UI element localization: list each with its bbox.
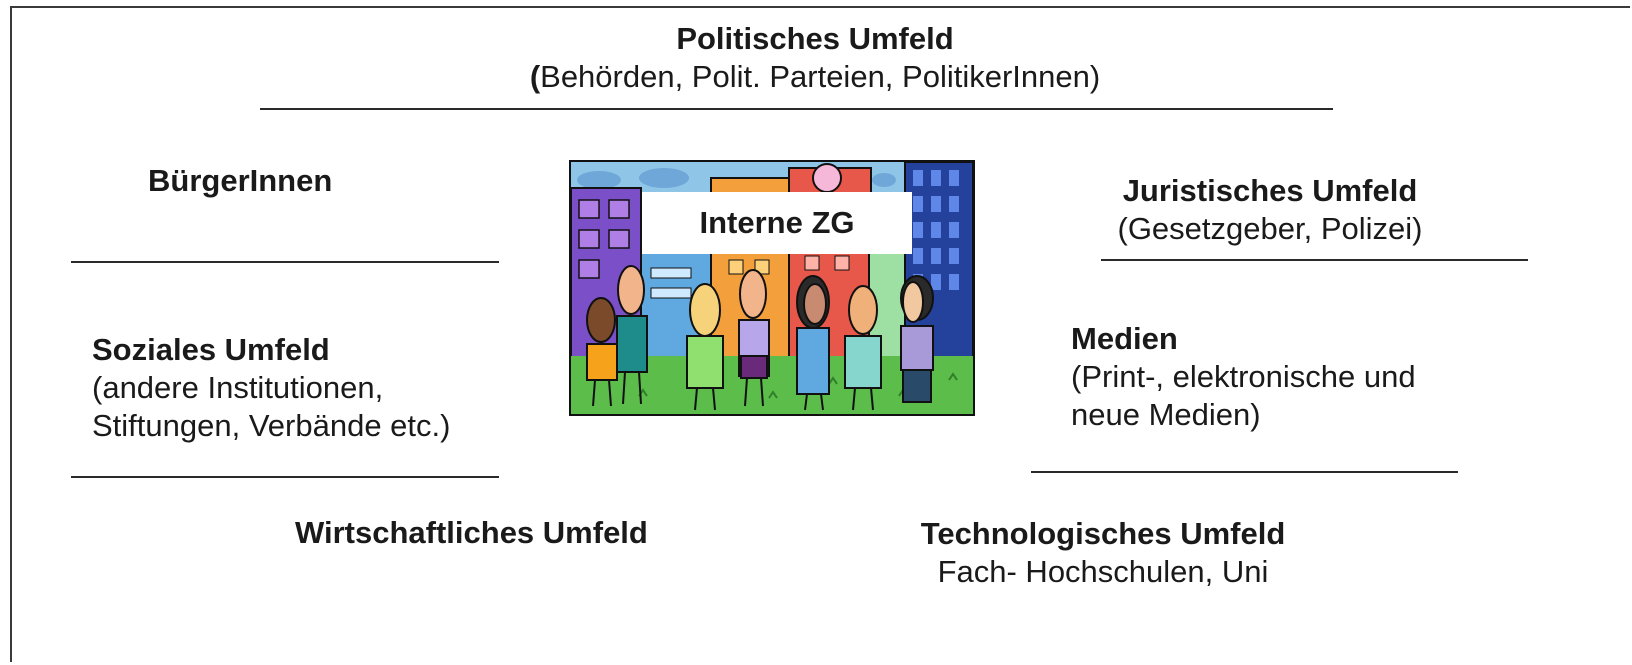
- media-line-1: (Print-, elektronische und: [1071, 359, 1416, 394]
- legal-divider: [1101, 259, 1528, 261]
- social-block: Soziales Umfeld (andere Institutionen, S…: [92, 331, 450, 445]
- media-line-2: neue Medien): [1071, 397, 1261, 432]
- economic-title: Wirtschaftliches Umfeld: [295, 515, 648, 550]
- technological-block: Technologisches Umfeld Fach- Hochschulen…: [870, 515, 1336, 591]
- citizens-block: BürgerInnen: [148, 162, 332, 200]
- social-line-1: (andere Institutionen,: [92, 370, 384, 405]
- citizens-divider: [71, 261, 499, 263]
- media-block: Medien (Print-, elektronische und neue M…: [1071, 320, 1416, 434]
- social-line-2: Stiftungen, Verbände etc.): [92, 408, 451, 443]
- technological-title: Technologisches Umfeld: [920, 516, 1286, 551]
- legal-subtitle: (Gesetzgeber, Polizei): [1117, 211, 1423, 246]
- slide-frame: [10, 6, 1630, 662]
- legal-title: Juristisches Umfeld: [1122, 173, 1418, 208]
- political-title: Politisches Umfeld: [676, 21, 954, 56]
- political-divider: [260, 108, 1333, 110]
- media-divider: [1031, 471, 1458, 473]
- political-subtitle: (Behörden, Polit. Parteien, PolitikerInn…: [400, 58, 1230, 96]
- economic-block: Wirtschaftliches Umfeld: [295, 514, 648, 552]
- political-subtitle-text: Behörden, Polit. Parteien, PolitikerInne…: [540, 59, 1101, 94]
- citizens-title: BürgerInnen: [148, 163, 333, 198]
- media-title: Medien: [1071, 321, 1178, 356]
- legal-block: Juristisches Umfeld (Gesetzgeber, Polize…: [1080, 172, 1460, 248]
- social-title: Soziales Umfeld: [92, 332, 330, 367]
- social-divider: [71, 476, 499, 478]
- political-block: Politisches Umfeld (Behörden, Polit. Par…: [400, 20, 1230, 96]
- political-subtitle-paren: (: [529, 59, 541, 94]
- technological-subtitle: Fach- Hochschulen, Uni: [937, 554, 1269, 589]
- center-label: Interne ZG: [642, 192, 912, 254]
